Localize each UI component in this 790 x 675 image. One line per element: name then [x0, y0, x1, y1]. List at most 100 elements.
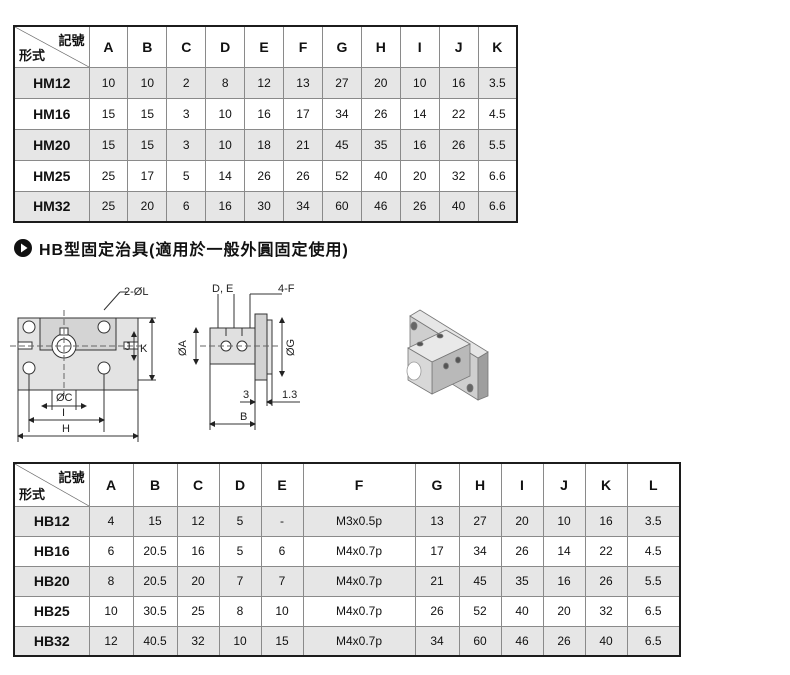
value-cell: 3.5	[626, 505, 681, 537]
label-f: 4-F	[278, 283, 295, 295]
value-cell: 25	[88, 159, 129, 192]
column-header: G	[321, 25, 362, 68]
column-header: D	[218, 462, 262, 507]
value-cell: 3	[166, 97, 207, 130]
column-header: C	[176, 462, 220, 507]
value-cell: 15	[127, 97, 168, 130]
value-cell: 15	[88, 97, 129, 130]
column-header: B	[132, 462, 178, 507]
value-cell: 20.5	[132, 535, 178, 567]
column-header: B	[127, 25, 168, 68]
value-cell: 13	[283, 66, 323, 99]
label-three: 3	[243, 389, 249, 401]
value-cell: 16	[205, 190, 246, 223]
value-cell: 40	[500, 595, 544, 627]
section-title: HB型固定治具(適用於一般外圓固定使用)	[13, 236, 349, 260]
value-cell: 15	[260, 625, 304, 657]
value-cell: 10	[542, 505, 586, 537]
value-cell: 14	[542, 535, 586, 567]
model-cell: HM16	[13, 97, 90, 130]
value-cell: 32	[584, 595, 628, 627]
value-cell: 35	[360, 128, 401, 161]
value-cell: 32	[176, 625, 220, 657]
column-header: H	[458, 462, 502, 507]
value-cell: 20	[176, 565, 220, 597]
value-cell: 32	[438, 159, 479, 192]
value-cell: 22	[584, 535, 628, 567]
corner-label-bottom: 形式	[19, 486, 46, 502]
value-cell: 10	[88, 595, 134, 627]
label-i: I	[62, 407, 65, 419]
value-cell: 2	[166, 66, 207, 99]
value-cell: 26	[399, 190, 440, 223]
product-render	[406, 309, 489, 401]
value-cell: 21	[283, 128, 323, 161]
value-cell: 46	[360, 190, 401, 223]
corner-label-bottom: 形式	[19, 47, 46, 63]
value-cell: 25	[176, 595, 220, 627]
column-header: I	[399, 25, 440, 68]
value-cell: 6	[260, 535, 304, 567]
value-cell: 7	[260, 565, 304, 597]
value-cell: 26	[584, 565, 628, 597]
column-header: H	[360, 25, 401, 68]
value-cell: 14	[205, 159, 246, 192]
value-cell: 16	[584, 505, 628, 537]
label-g: ØG	[285, 339, 297, 356]
model-cell: HB12	[13, 505, 90, 537]
value-cell: 15	[132, 505, 178, 537]
value-cell: 4.5	[477, 97, 518, 130]
value-cell: 5	[218, 505, 262, 537]
value-cell: 10	[399, 66, 440, 99]
column-header: J	[438, 25, 479, 68]
corner-label-top: 記號	[58, 470, 85, 485]
hb-drawing: 2-ØL J K ØC I H D, E 4-F ØA ØG 3 1.3 B	[10, 283, 489, 442]
model-cell: HM32	[13, 190, 90, 223]
value-cell: 16	[399, 128, 440, 161]
column-header: I	[500, 462, 544, 507]
value-cell: 10	[205, 128, 246, 161]
value-cell: 6.5	[626, 625, 681, 657]
value-cell: 15	[127, 128, 168, 161]
column-header: E	[260, 462, 304, 507]
value-cell: 4.5	[626, 535, 681, 567]
value-cell: 12	[244, 66, 285, 99]
value-cell: 20	[500, 505, 544, 537]
column-header: F	[302, 462, 416, 507]
value-cell: 20	[399, 159, 440, 192]
value-cell: 40	[360, 159, 401, 192]
value-cell: 27	[321, 66, 362, 99]
value-cell: 26	[500, 535, 544, 567]
model-cell: HM25	[13, 159, 90, 192]
value-cell: 16	[438, 66, 479, 99]
value-cell: 4	[88, 505, 134, 537]
value-cell: M4x0.7p	[302, 565, 416, 597]
column-header: A	[88, 25, 129, 68]
value-cell: 8	[205, 66, 246, 99]
label-d-e: D, E	[212, 283, 233, 295]
value-cell: 8	[218, 595, 262, 627]
model-cell: HM20	[13, 128, 90, 161]
value-cell: 60	[458, 625, 502, 657]
header-corner: 記號形式	[13, 462, 90, 507]
value-cell: 13	[414, 505, 460, 537]
label-b: B	[240, 411, 247, 423]
column-header: F	[283, 25, 323, 68]
value-cell: 16	[244, 97, 285, 130]
value-cell: 26	[360, 97, 401, 130]
value-cell: 26	[283, 159, 323, 192]
column-header: G	[414, 462, 460, 507]
value-cell: 10	[127, 66, 168, 99]
value-cell: 12	[88, 625, 134, 657]
value-cell: 16	[542, 565, 586, 597]
value-cell: 6.5	[626, 595, 681, 627]
value-cell: 6.6	[477, 190, 518, 223]
